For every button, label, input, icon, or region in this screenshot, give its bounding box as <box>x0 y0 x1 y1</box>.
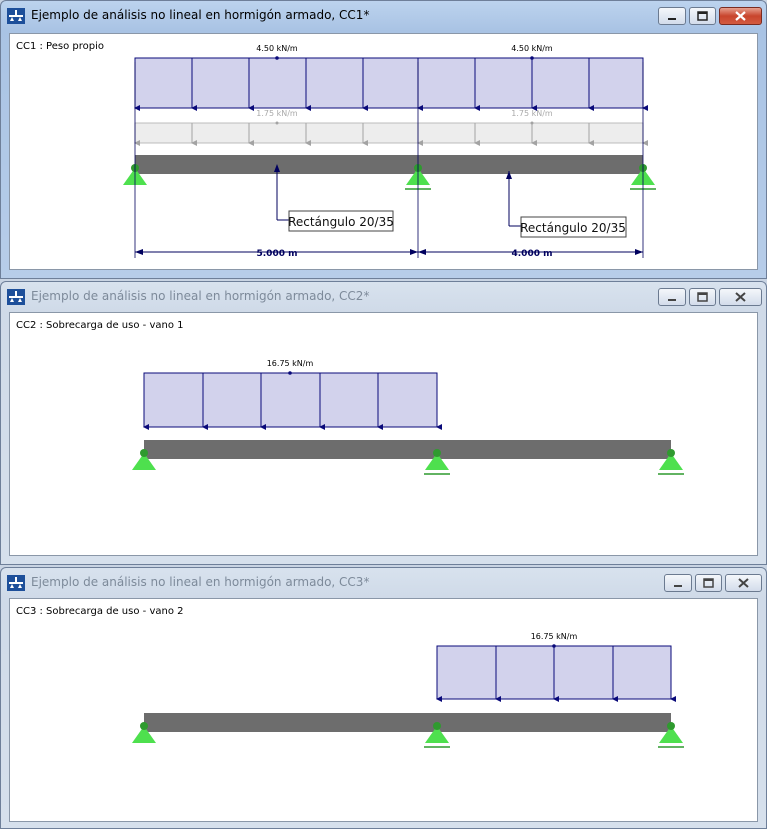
support-roller[interactable] <box>658 449 684 475</box>
load-case-label: CC1 : Peso propio <box>16 41 104 52</box>
load-value-label: 4.50 kN/m <box>511 44 553 53</box>
load-value-label: 16.75 kN/m <box>267 359 314 368</box>
window-cc1[interactable]: Ejemplo de análisis no lineal en hormigó… <box>0 0 767 279</box>
section-label: Rectángulo 20/35 <box>288 215 394 229</box>
graphics-area[interactable]: CC2 : Sobrecarga de uso - vano 1 16.75 k… <box>9 312 758 556</box>
support-pinned[interactable] <box>132 722 156 743</box>
dimension-label: 4.000 m <box>512 249 553 259</box>
title-bar[interactable]: Ejemplo de análisis no lineal en hormigó… <box>1 1 766 31</box>
window-title: Ejemplo de análisis no lineal en hormigó… <box>31 289 370 303</box>
window-title: Ejemplo de análisis no lineal en hormigó… <box>31 575 370 589</box>
minimize-button[interactable] <box>658 7 686 25</box>
close-icon <box>735 11 746 21</box>
graphics-area[interactable]: CC1 : Peso propio <box>9 33 758 270</box>
maximize-icon <box>697 11 708 21</box>
distributed-load-live-span1[interactable] <box>143 371 442 430</box>
distributed-load-live-span2[interactable] <box>436 644 676 702</box>
section-callout[interactable] <box>274 164 394 232</box>
load-value-label: 1.75 kN/m <box>256 109 298 118</box>
beam[interactable] <box>144 440 671 459</box>
close-button[interactable] <box>725 574 762 592</box>
window-title: Ejemplo de análisis no lineal en hormigó… <box>31 8 370 22</box>
structure-drawing: 16.75 kN/m <box>132 632 684 748</box>
beam[interactable] <box>135 155 643 174</box>
section-label: Rectángulo 20/35 <box>520 221 626 235</box>
support-roller[interactable] <box>424 449 450 475</box>
close-button[interactable] <box>719 288 762 306</box>
load-case-label: CC2 : Sobrecarga de uso - vano 1 <box>16 320 184 331</box>
maximize-button[interactable] <box>689 288 716 306</box>
support-roller[interactable] <box>424 722 450 748</box>
minimize-icon <box>668 18 676 20</box>
support-pinned[interactable] <box>132 449 156 470</box>
title-bar[interactable]: Ejemplo de análisis no lineal en hormigó… <box>1 282 766 312</box>
beam[interactable] <box>144 713 671 732</box>
maximize-icon <box>703 578 714 588</box>
minimize-icon <box>668 299 676 301</box>
close-icon <box>738 578 749 588</box>
dimension-lines <box>134 62 644 258</box>
distributed-load-dead[interactable] <box>134 56 648 111</box>
app-icon <box>7 575 25 591</box>
load-value-label: 16.75 kN/m <box>531 632 578 641</box>
minimize-icon <box>674 585 682 587</box>
title-bar[interactable]: Ejemplo de análisis no lineal en hormigó… <box>1 568 766 598</box>
maximize-button[interactable] <box>689 7 716 25</box>
structure-drawing: 16.75 kN/m <box>132 359 684 475</box>
minimize-button[interactable] <box>664 574 692 592</box>
close-icon <box>735 292 746 302</box>
section-callout[interactable] <box>506 171 627 238</box>
app-icon <box>7 289 25 305</box>
graphics-area[interactable]: CC3 : Sobrecarga de uso - vano 2 16.75 k… <box>9 598 758 822</box>
dimension-label: 5.000 m <box>257 249 298 259</box>
load-value-label: 4.50 kN/m <box>256 44 298 53</box>
distributed-load-ghost <box>134 121 648 146</box>
window-cc2[interactable]: Ejemplo de análisis no lineal en hormigó… <box>0 281 767 565</box>
minimize-button[interactable] <box>658 288 686 306</box>
load-case-label: CC3 : Sobrecarga de uso - vano 2 <box>16 606 184 617</box>
structure-drawing: 4.50 kN/m 4.50 kN/m 1.75 kN/m 1.75 kN/m <box>123 44 656 259</box>
load-value-label: 1.75 kN/m <box>511 109 553 118</box>
close-button[interactable] <box>719 7 762 25</box>
support-roller[interactable] <box>658 722 684 748</box>
window-cc3[interactable]: Ejemplo de análisis no lineal en hormigó… <box>0 567 767 829</box>
maximize-button[interactable] <box>695 574 722 592</box>
app-icon <box>7 8 25 24</box>
maximize-icon <box>697 292 708 302</box>
